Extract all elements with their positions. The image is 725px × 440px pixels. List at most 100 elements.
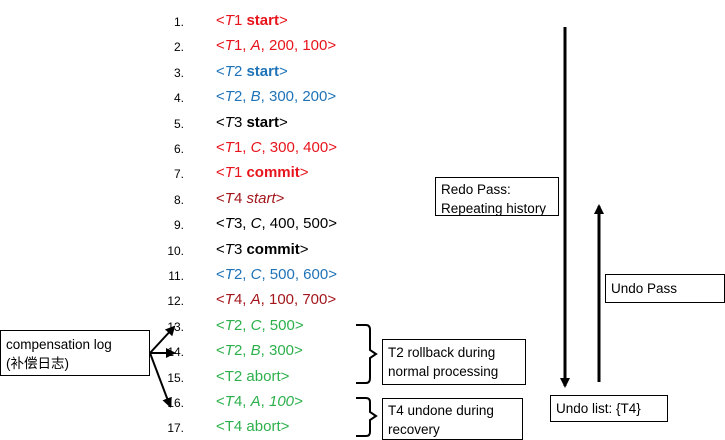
log-record-part: T: [224, 393, 234, 410]
log-record-part: 2,: [233, 266, 251, 283]
log-record-part: T: [224, 291, 234, 309]
log-record-part: B: [250, 88, 261, 106]
log-record-part: <: [216, 342, 225, 360]
log-record-number: 12.: [167, 294, 184, 309]
log-record-part: A: [250, 37, 261, 55]
t2-rollback-line2: normal processing: [388, 364, 499, 379]
log-record: <T4, A, 100, 700>: [216, 291, 336, 308]
log-record-number: 9.: [173, 218, 184, 233]
log-record-number: 11.: [168, 269, 184, 283]
log-record-part: , 300, 200>: [260, 88, 337, 106]
log-record-part: 1: [233, 12, 247, 29]
compensation-arrow-13: [149, 325, 176, 354]
t2-rollback-line1: T2 rollback during: [388, 345, 496, 360]
log-record: <T3 start>: [216, 114, 288, 131]
log-record-part: commit: [246, 164, 300, 182]
compensation-log-label: compensation log (补偿日志): [0, 330, 150, 376]
undo-pass-text: Undo Pass: [611, 281, 678, 296]
t4-brace: [356, 397, 378, 437]
undo-list-label: Undo list: {T4}: [550, 395, 668, 422]
log-record: <T2 start>: [216, 63, 288, 80]
log-record-part: <T4 abort>: [216, 418, 290, 436]
log-record-part: 2: [233, 62, 247, 80]
log-record-part: T: [224, 316, 234, 334]
log-record-part: C: [250, 266, 262, 283]
t2-brace: [356, 324, 378, 384]
log-record-part: T: [224, 215, 234, 233]
compensation-arrow-16: [149, 352, 172, 408]
log-record: <T2, B, 300>: [216, 342, 303, 359]
log-record-part: , 500, 600>: [261, 266, 337, 283]
log-record-part: T: [224, 164, 234, 182]
log-record-part: >: [278, 113, 288, 131]
log-record-part: 2,: [233, 88, 251, 106]
log-record-part: 3,: [233, 215, 251, 233]
log-record-part: >: [275, 189, 285, 207]
log-record-part: T: [224, 139, 234, 156]
log-record-number: 4.: [173, 91, 184, 106]
log-record-part: T: [224, 37, 234, 55]
log-record-number: 2.: [173, 40, 184, 55]
log-record: <T3 commit>: [216, 241, 309, 258]
log-record: <T4 start>: [216, 190, 284, 207]
compensation-log-chinese: (补偿日志): [6, 356, 69, 371]
log-record-part: B: [250, 342, 261, 360]
log-record-number: 17.: [167, 421, 184, 436]
log-record-part: <: [216, 12, 225, 29]
log-record: <T2, B, 300, 200>: [216, 88, 336, 105]
log-record: <T3, C, 400, 500>: [216, 215, 337, 232]
log-record-part: >: [299, 164, 309, 182]
log-record-part: 2,: [233, 316, 251, 334]
log-record: <T1, A, 200, 100>: [216, 37, 336, 54]
log-record-part: 2,: [233, 342, 251, 360]
compensation-log-text: compensation log: [6, 337, 112, 352]
log-record: <T4 abort>: [216, 418, 289, 435]
log-record-part: T: [224, 240, 234, 258]
log-record: <T2, C, 500>: [216, 317, 304, 334]
log-record-part: <: [216, 240, 225, 258]
log-record-part: , 200, 100>: [260, 37, 337, 55]
log-record-part: T: [224, 342, 234, 360]
log-record-part: <: [216, 393, 225, 410]
log-record: <T1, C, 300, 400>: [216, 139, 337, 156]
log-record-part: T: [224, 266, 234, 283]
log-record-part: <: [216, 113, 225, 131]
log-record-part: start: [246, 12, 279, 29]
undo-list-text: Undo list: {T4}: [556, 401, 641, 416]
log-record-part: <: [216, 266, 225, 283]
log-record-part: <: [216, 37, 225, 55]
log-record-part: <: [216, 291, 225, 309]
log-record-number: 3.: [173, 65, 184, 80]
log-record-part: 1,: [233, 139, 251, 156]
log-record-part: 4,: [233, 393, 251, 410]
log-record-number: 6.: [173, 142, 184, 156]
log-record-number: 7.: [173, 167, 184, 182]
log-record-part: A: [250, 291, 261, 309]
log-record-part: T: [224, 12, 234, 29]
log-record-number: 10.: [167, 243, 184, 258]
log-record-part: 4,: [233, 291, 251, 309]
log-record: <T4, A, 100>: [216, 393, 303, 410]
redo-pass-subtitle: Repeating history: [441, 201, 547, 216]
log-record-part: <: [216, 164, 225, 182]
log-record: <T2 abort>: [216, 368, 289, 385]
log-record-part: ,: [260, 393, 269, 410]
log-record-part: >: [278, 12, 288, 29]
log-record-part: <: [216, 62, 225, 80]
log-record-part: T: [224, 62, 234, 80]
log-record-part: 1,: [233, 37, 251, 55]
log-record-number: 1.: [173, 15, 184, 29]
log-record-part: C: [250, 139, 262, 156]
log-record-part: <: [216, 139, 225, 156]
log-record: <T1 commit>: [216, 164, 309, 181]
log-record-part: 3: [233, 240, 247, 258]
log-record-part: start: [246, 113, 279, 131]
log-record-number: 5.: [173, 116, 184, 131]
log-record-part: <: [216, 316, 225, 334]
redo-pass-label: Redo Pass: Repeating history: [435, 177, 559, 216]
log-record-part: >: [299, 240, 309, 258]
log-record-part: commit: [246, 240, 300, 258]
log-record-number: 8.: [173, 192, 184, 207]
log-record-part: 4: [233, 189, 247, 207]
